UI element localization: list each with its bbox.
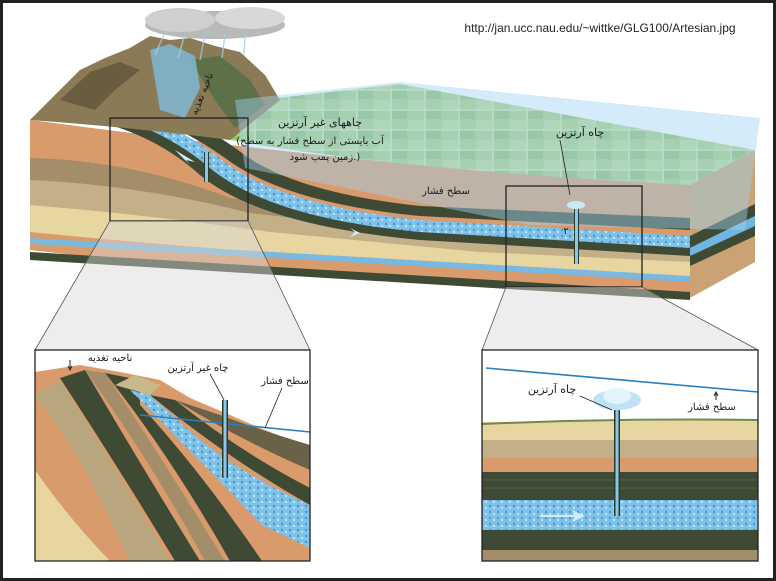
inset-connectors: [34, 220, 759, 351]
inset-recharge-area-label: ناحیه تغذیه: [88, 353, 133, 364]
non-artesian-note-line-1: (آب بایستی از سطح فشار به سطح: [236, 134, 385, 147]
inset-non-artesian-well-label: چاه غیر آرتزین: [168, 361, 229, 374]
artesian-well-leader: [559, 139, 571, 196]
inset-artesian-leader: [579, 395, 613, 411]
pressure-surface-label: سطح فشار: [421, 186, 470, 197]
inset-non-artesian-leader: [209, 373, 225, 401]
inset-artesian-well-label: چاه آرتزین: [528, 382, 576, 396]
source-url: http://jan.ucc.nau.edu/~wittke/GLG100/Ar…: [464, 21, 735, 35]
inset-pressure-surface-label-left: سطح فشار: [260, 376, 309, 387]
non-artesian-wells-label: چاههای غیر آرتزین: [278, 115, 362, 129]
inset-pressure-leader-left: [264, 387, 283, 429]
left-inset: [34, 349, 311, 562]
right-inset: [481, 349, 759, 562]
artesian-well-label: چاه آرتزین: [556, 125, 604, 139]
main-block: [30, 7, 760, 300]
well-number-label: ۲: [563, 226, 568, 237]
non-artesian-note-line-2: زمین پمپ شود.): [290, 152, 361, 163]
inset-pressure-surface-label-right: سطح فشار: [687, 402, 736, 413]
rain-cloud: [145, 7, 285, 61]
